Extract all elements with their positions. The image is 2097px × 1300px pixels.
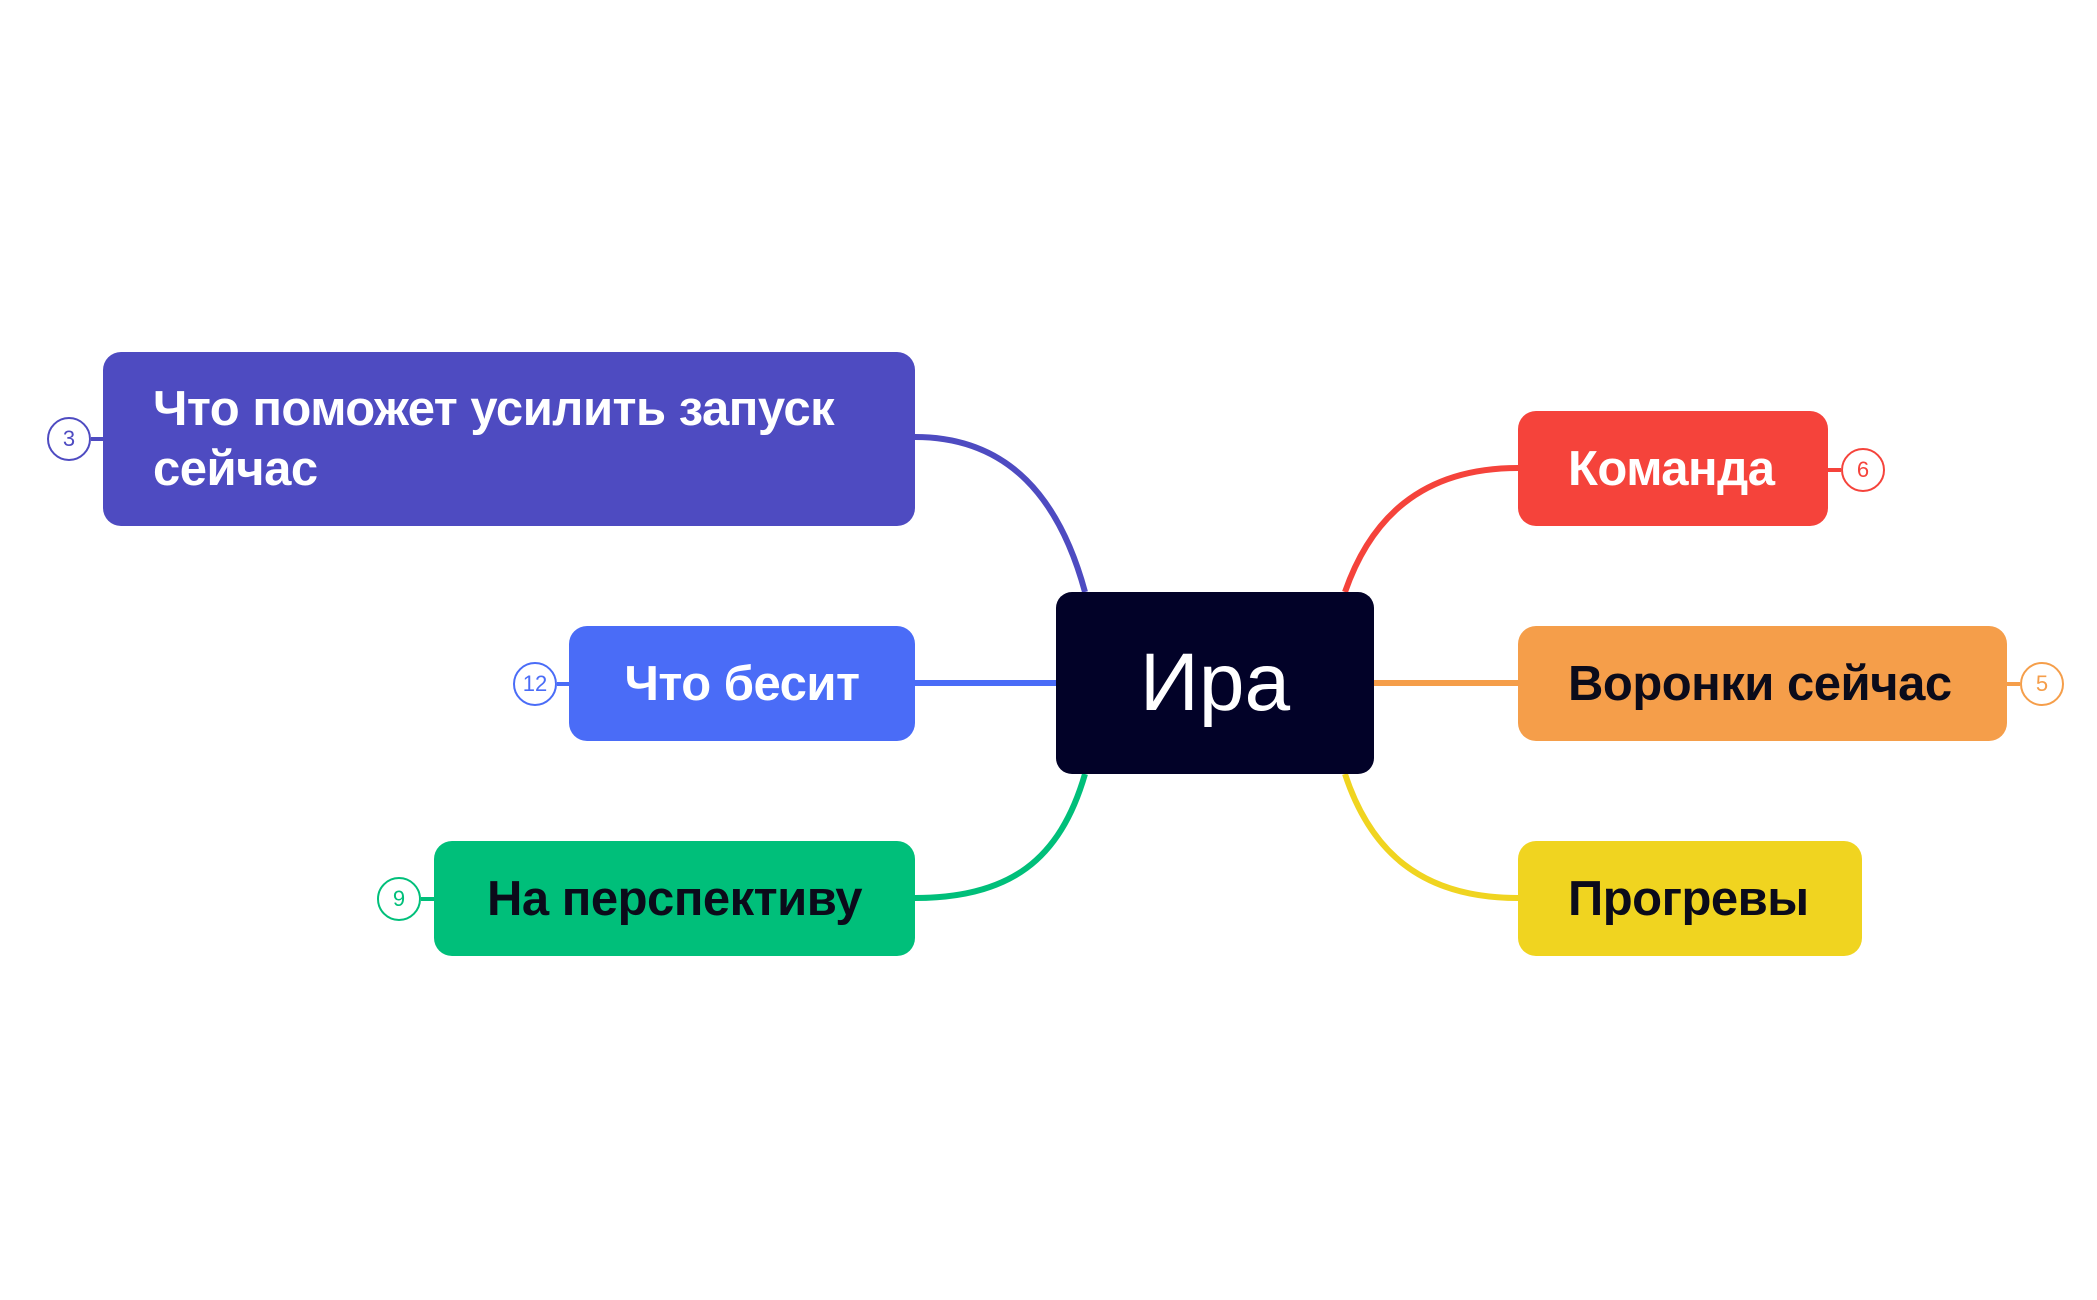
count-value: 5 [2035,671,2049,696]
central-topic[interactable]: Ира [1056,592,1374,774]
connector-persp [914,773,1088,901]
topic-perspective-label: На перспективу [487,871,862,926]
connector-warm [1342,773,1519,901]
topic-what-annoys-label: Что бесит [624,656,860,711]
topic-warmups-label: Прогревы [1568,871,1809,926]
topic-what-annoys[interactable]: Что бесит [569,626,915,741]
connector-team [1342,465,1519,593]
count-value: 9 [392,886,406,911]
count-value: 3 [62,426,76,451]
count-value: 12 [522,671,548,696]
collapsed-count-badge-funnels[interactable]: 5 [2020,662,2064,706]
topic-team-label: Команда [1568,441,1775,496]
topic-perspective[interactable]: На перспективу [434,841,915,956]
topic-funnels-now-label: Воронки сейчас [1568,656,1952,711]
collapsed-count-badge-boost[interactable]: 3 [47,417,91,461]
collapsed-count-badge-perspective[interactable]: 9 [377,877,421,921]
collapsed-count-badge-team[interactable]: 6 [1841,448,1885,492]
topic-warmups[interactable]: Прогревы [1518,841,1862,956]
topic-boost-launch[interactable]: Что поможет усилить запуск сейчас [103,352,915,526]
collapsed-count-badge-annoys[interactable]: 12 [513,662,557,706]
count-value: 6 [1856,457,1870,482]
topic-funnels-now[interactable]: Воронки сейчас [1518,626,2007,741]
connector-boost [914,434,1088,593]
topic-boost-launch-label: Что поможет усилить запуск сейчас [153,382,835,496]
central-topic-label: Ира [1139,637,1291,728]
topic-team[interactable]: Команда [1518,411,1828,526]
